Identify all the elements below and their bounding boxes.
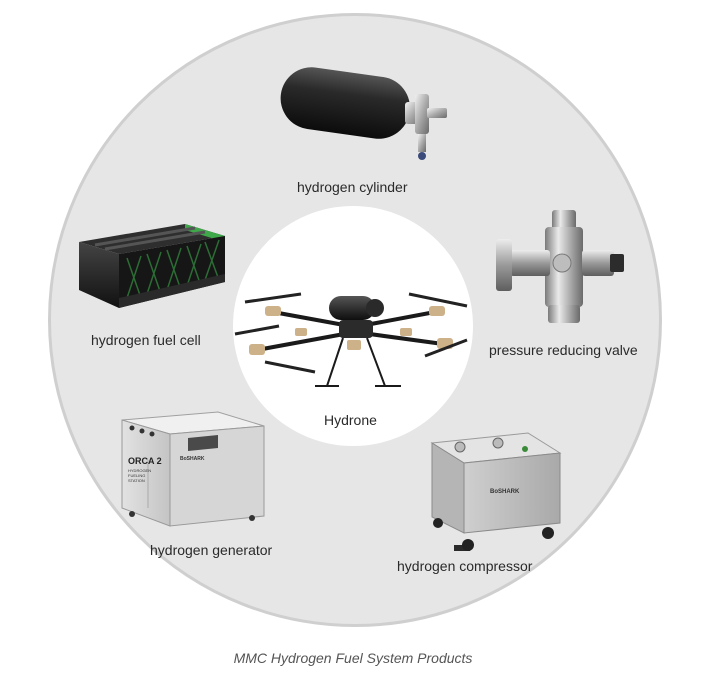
figure-caption: MMC Hydrogen Fuel System Products xyxy=(233,650,473,666)
hydrogen-cylinder-label: hydrogen cylinder xyxy=(297,179,408,195)
generator-panel-line: FUELING xyxy=(128,473,145,478)
pressure-reducing-valve-label: pressure reducing valve xyxy=(489,342,638,358)
hydrogen-generator-image: ORCA 2 HYDROGEN FUELING STATION BoSHARK xyxy=(121,411,265,527)
hydrogen-fuel-cell-label: hydrogen fuel cell xyxy=(91,332,201,348)
compressor-brand-text: BoSHARK xyxy=(490,489,520,495)
generator-panel-line: STATION xyxy=(128,478,145,483)
hydrogen-compressor-label: hydrogen compressor xyxy=(397,558,533,574)
hydrone-drone-image xyxy=(234,292,468,387)
hydrogen-generator-label: hydrogen generator xyxy=(150,542,273,558)
generator-model-text: ORCA 2 xyxy=(128,456,162,466)
generator-panel-line: HYDROGEN xyxy=(128,468,151,473)
pressure-reducing-valve-image xyxy=(496,210,624,323)
hydrone-label: Hydrone xyxy=(324,412,377,428)
generator-brand-text: BoSHARK xyxy=(180,456,205,462)
hydrogen-cylinder-image xyxy=(280,67,447,160)
hydrogen-compressor-image: BoSHARK xyxy=(430,432,562,551)
hydrogen-fuel-cell-image xyxy=(79,224,225,308)
